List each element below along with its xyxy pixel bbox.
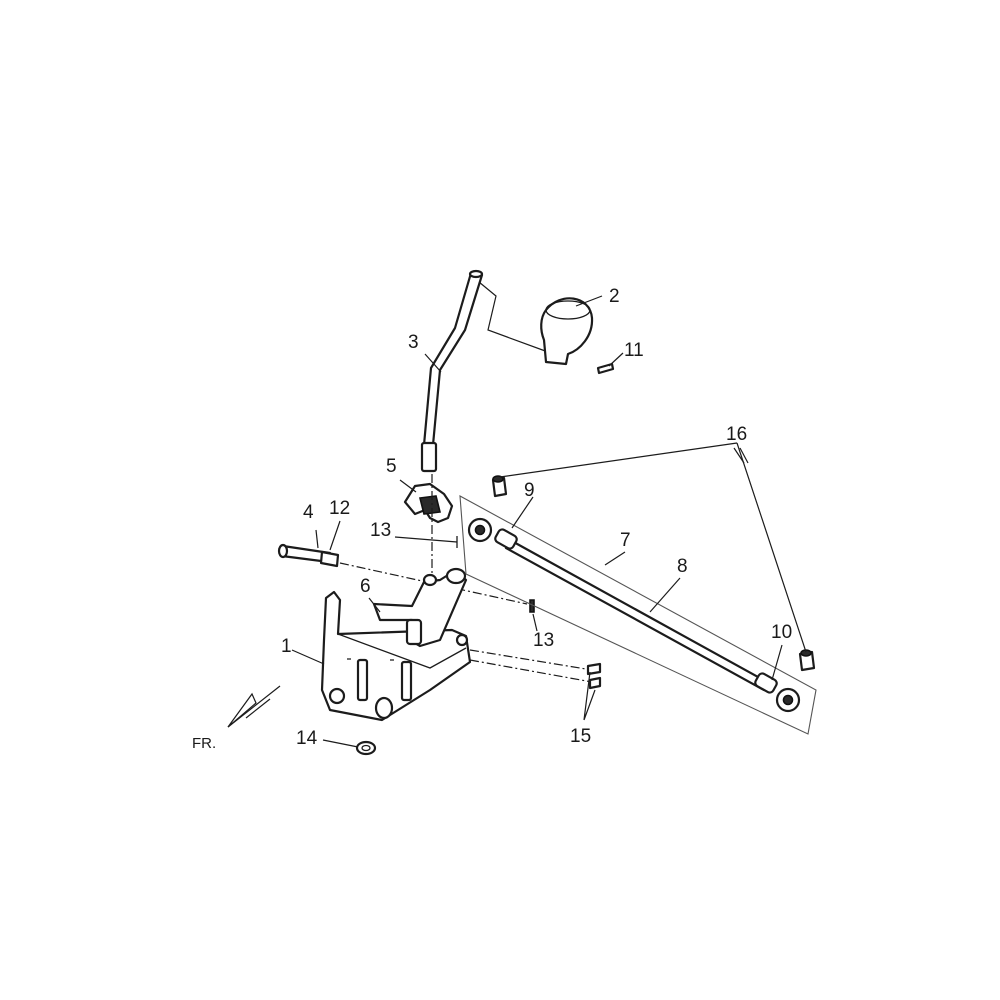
pin-axis-line <box>339 562 528 605</box>
bolts <box>586 662 602 690</box>
callout-7: 7 <box>620 530 631 551</box>
callout-16: 16 <box>726 424 747 445</box>
pivot-bracket <box>403 482 454 524</box>
callout-1: 1 <box>281 636 292 657</box>
knob-screw <box>596 362 615 375</box>
rod-axis-line <box>469 649 593 671</box>
rod-axis-line-2 <box>469 659 593 683</box>
callout-3: 3 <box>408 332 419 353</box>
callout-12: 12 <box>329 498 350 519</box>
callout-10: 10 <box>771 622 792 643</box>
link-rod <box>467 517 801 713</box>
callout-2: 2 <box>609 286 620 307</box>
base-plate <box>320 590 472 722</box>
shift-knob <box>540 297 594 366</box>
callout-5: 5 <box>386 456 397 477</box>
callout-4: 4 <box>303 502 314 523</box>
front-direction-arrow: FR. <box>192 685 281 752</box>
front-marker-label: FR. <box>192 735 216 752</box>
pivot-pin <box>277 543 340 568</box>
callout-13-upper: 13 <box>370 520 391 541</box>
small-pin-lower <box>529 599 535 613</box>
callout-6: 6 <box>360 576 371 597</box>
callout-11: 11 <box>624 340 644 361</box>
callout-8: 8 <box>677 556 688 577</box>
callout-13-lower: 13 <box>533 630 554 651</box>
callout-9: 9 <box>524 480 535 501</box>
shift-lever-rod <box>420 269 484 473</box>
link-assembly-box <box>459 495 817 735</box>
selector-arm <box>372 567 468 648</box>
rod-end-bolts <box>491 475 816 672</box>
callout-14: 14 <box>296 728 318 749</box>
washer <box>355 740 377 756</box>
leader-lines <box>291 295 807 748</box>
knob-fit-line <box>478 281 549 353</box>
callout-labels: 2 11 3 5 4 12 13 6 1 9 7 8 10 13 14 15 1… <box>281 286 792 749</box>
callout-15: 15 <box>570 726 591 747</box>
